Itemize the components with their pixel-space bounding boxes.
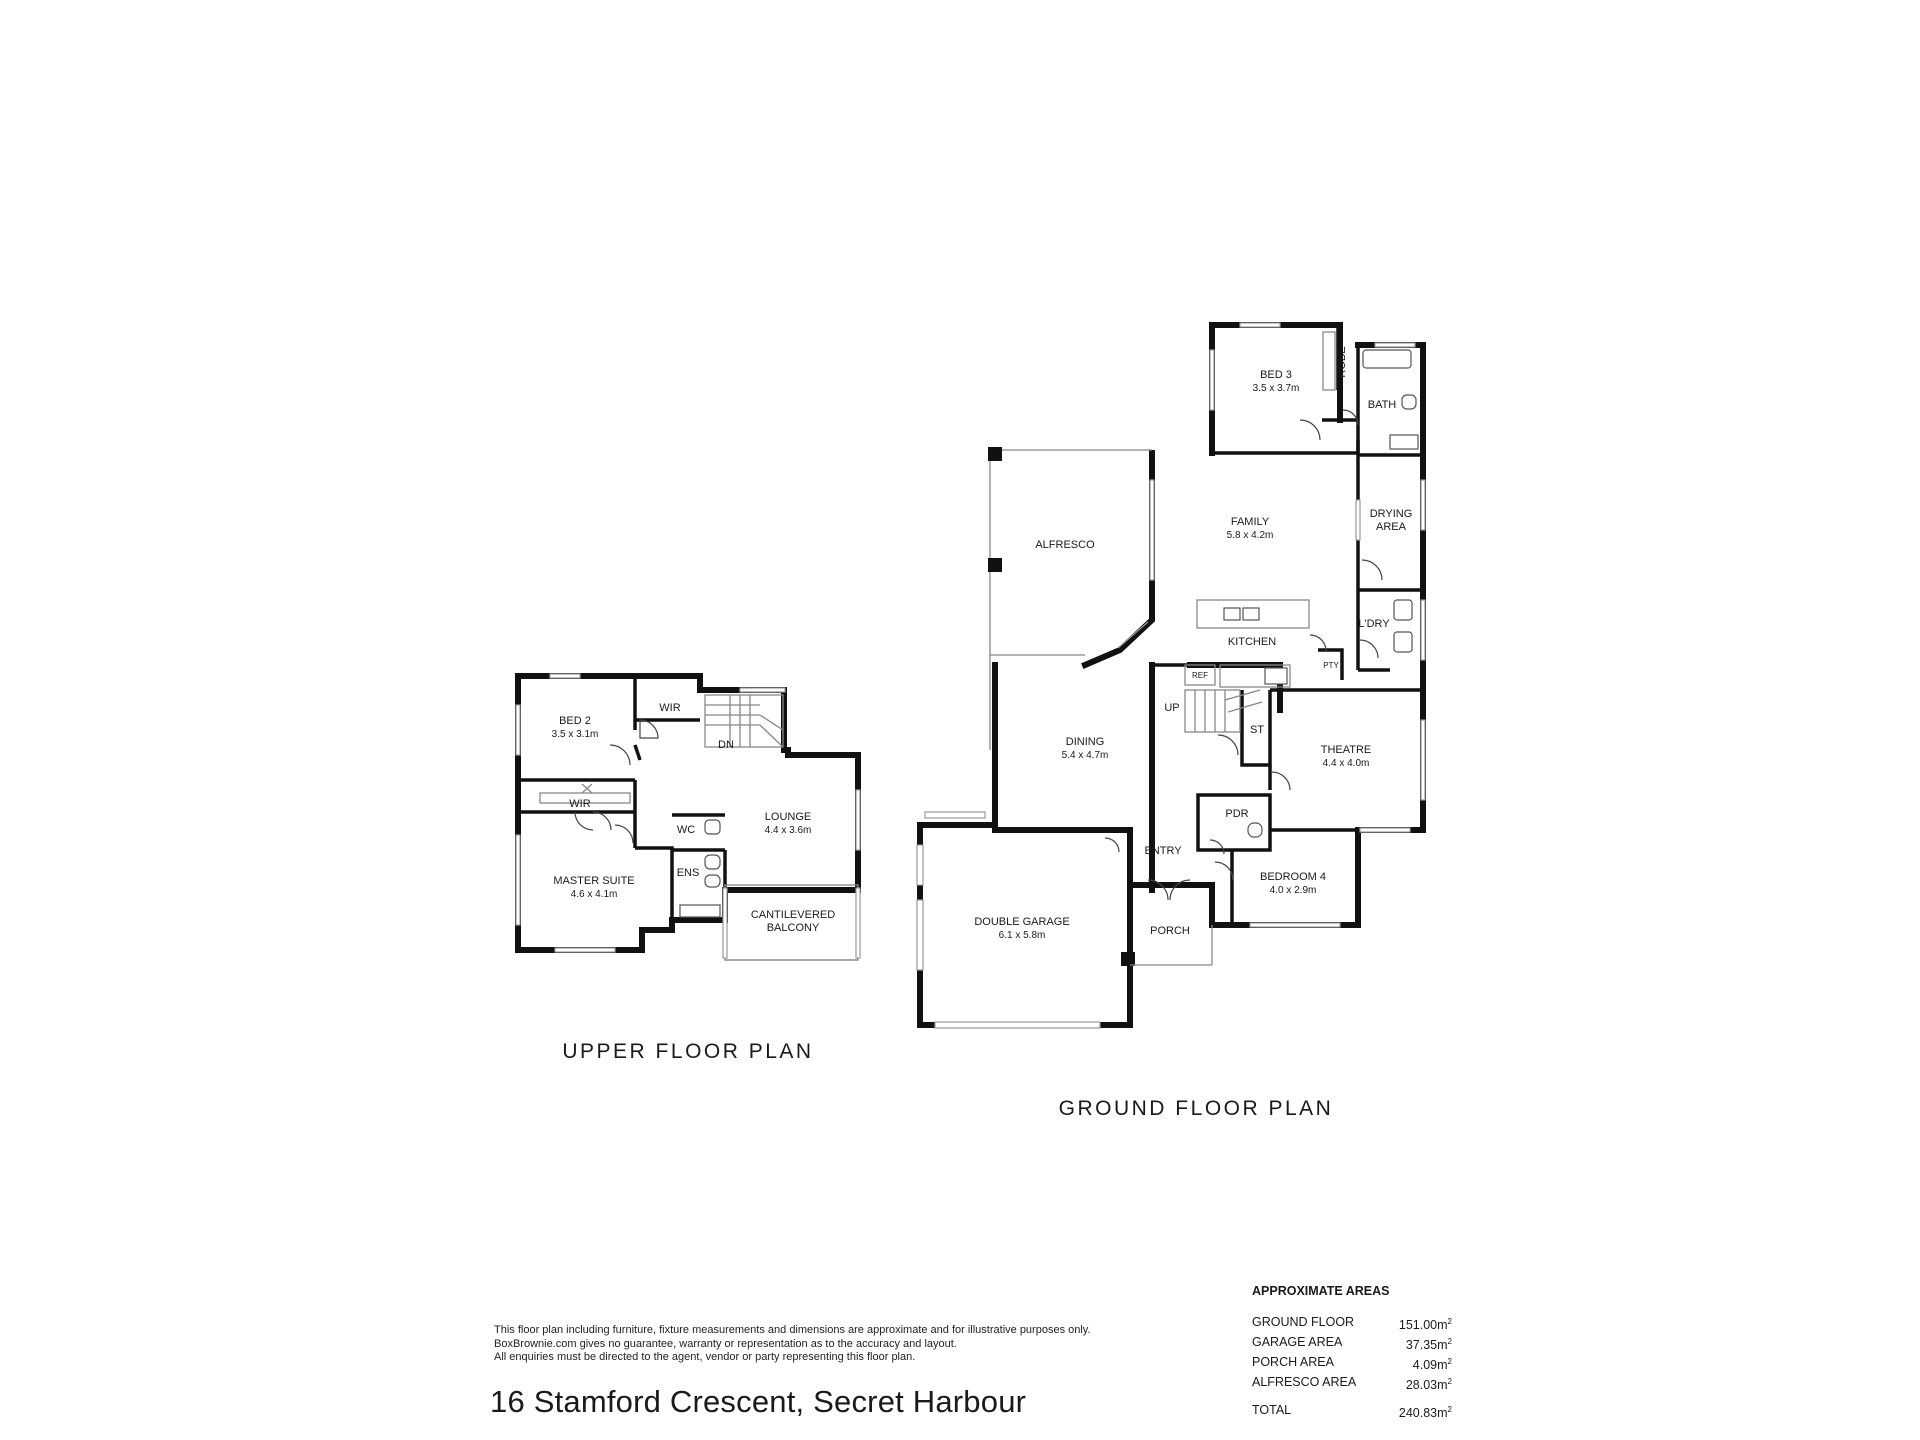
- pty-label: PTY: [1323, 661, 1339, 670]
- wc-label: WC: [677, 824, 695, 836]
- upper-floor-title: UPPER FLOOR PLAN: [562, 1040, 813, 1063]
- areas-heading: APPROXIMATE AREAS: [1252, 1284, 1390, 1298]
- area-value: 28.03m2: [1405, 1377, 1452, 1393]
- area-row: GROUND FLOOR 151.00m2: [1252, 1312, 1452, 1332]
- dining-label: DINING: [1066, 736, 1105, 748]
- area-total-label: TOTAL: [1252, 1403, 1292, 1417]
- upper-stair-treads: [705, 695, 784, 748]
- garage-label: DOUBLE GARAGE: [974, 916, 1069, 928]
- st-label: ST: [1250, 724, 1264, 736]
- area-total-row: TOTAL 240.83m2: [1252, 1400, 1452, 1420]
- disclaimer-line: BoxBrownie.com gives no guarantee, warra…: [494, 1337, 957, 1350]
- ldry-label: L'DRY: [1358, 618, 1390, 630]
- disclaimer-line: This floor plan including furniture, fix…: [494, 1324, 1091, 1336]
- area-row: ALFRESCO AREA 28.03m2: [1252, 1372, 1452, 1392]
- dn-label: DN: [718, 739, 734, 751]
- ground-floor-title: GROUND FLOOR PLAN: [1059, 1097, 1334, 1120]
- drying-label-1: DRYING: [1370, 508, 1413, 520]
- area-label: GARAGE AREA: [1252, 1335, 1343, 1349]
- area-label: GROUND FLOOR: [1252, 1315, 1355, 1329]
- master-suite-dims: 4.6 x 4.1m: [571, 889, 618, 900]
- area-label: PORCH AREA: [1252, 1355, 1334, 1369]
- kitchen-label: KITCHEN: [1228, 636, 1276, 648]
- area-value: 151.00m2: [1398, 1317, 1452, 1333]
- dining-dims: 5.4 x 4.7m: [1062, 750, 1109, 761]
- theatre-dims: 4.4 x 4.0m: [1323, 758, 1370, 769]
- ground-floor-plan: BED 3 3.5 x 3.7m ROBE BATH ALFRESCO FAMI…: [916, 322, 1426, 1120]
- area-label: ALFRESCO AREA: [1252, 1375, 1357, 1389]
- robe-label: ROBE: [1336, 346, 1348, 377]
- ref-label: REF: [1192, 671, 1208, 680]
- theatre-label: THEATRE: [1321, 744, 1372, 756]
- wir-top-label: WIR: [659, 702, 680, 714]
- lounge-label: LOUNGE: [765, 811, 811, 823]
- property-address: 16 Stamford Crescent, Secret Harbour: [490, 1384, 1027, 1419]
- bedroom4-label: BEDROOM 4: [1260, 871, 1326, 883]
- entry-label: ENTRY: [1144, 845, 1182, 857]
- balcony-label-2: BALCONY: [767, 922, 820, 934]
- wir-mid-label: WIR: [569, 798, 590, 810]
- area-row: GARAGE AREA 37.35m2: [1252, 1332, 1452, 1352]
- area-total-value: 240.83m2: [1398, 1405, 1452, 1421]
- balcony-label-1: CANTILEVERED: [751, 909, 835, 921]
- approximate-areas-table: APPROXIMATE AREAS GROUND FLOOR 151.00m2 …: [1252, 1284, 1452, 1420]
- bed2-label: BED 2: [559, 715, 591, 727]
- family-dims: 5.8 x 4.2m: [1227, 530, 1274, 541]
- alfresco-label: ALFRESCO: [1035, 539, 1095, 551]
- bed3-dims: 3.5 x 3.7m: [1253, 383, 1300, 394]
- porch-label: PORCH: [1150, 925, 1190, 937]
- area-value: 4.09m2: [1412, 1357, 1452, 1373]
- master-suite-label: MASTER SUITE: [553, 875, 634, 887]
- area-row: PORCH AREA 4.09m2: [1252, 1352, 1452, 1372]
- bed2-dims: 3.5 x 3.1m: [552, 729, 599, 740]
- bedroom4-dims: 4.0 x 2.9m: [1270, 885, 1317, 896]
- upper-floor-plan: BED 2 3.5 x 3.1m WIR DN WIR LOUNGE 4.4 x…: [515, 673, 861, 1063]
- area-value: 37.35m2: [1405, 1337, 1452, 1353]
- bed3-label: BED 3: [1260, 369, 1292, 381]
- family-label: FAMILY: [1231, 516, 1270, 528]
- garage-dims: 6.1 x 5.8m: [999, 930, 1046, 941]
- bath-label: BATH: [1368, 399, 1397, 411]
- pdr-label: PDR: [1225, 808, 1248, 820]
- up-label: UP: [1164, 702, 1179, 714]
- lounge-dims: 4.4 x 3.6m: [765, 825, 812, 836]
- disclaimer-text: This floor plan including furniture, fix…: [494, 1324, 1194, 1365]
- disclaimer-line: All enquiries must be directed to the ag…: [494, 1351, 916, 1363]
- drying-label-2: AREA: [1376, 521, 1407, 533]
- ens-label: ENS: [677, 867, 700, 879]
